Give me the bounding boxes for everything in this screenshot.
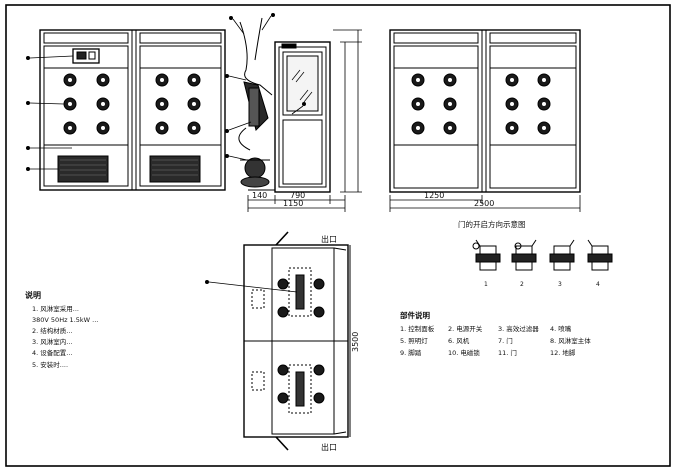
side-dimension-lines: [247, 29, 362, 212]
legend-item-8: 8. 风淋室主体: [550, 336, 591, 345]
legend-item-6: 6. 风机: [448, 336, 470, 345]
door-icon-3: [549, 239, 575, 271]
notes-heading: 说明: [25, 290, 41, 300]
door-icon-2: [511, 239, 537, 271]
legend-item-12: 12. 地脚: [550, 348, 576, 357]
door-item-2: 2: [520, 281, 524, 288]
rear-nozzles: [411, 73, 551, 135]
plan-bottom-marker: 出口: [321, 442, 337, 452]
legend-item-10: 10. 电磁锁: [448, 348, 480, 357]
door-item-3: 3: [558, 281, 562, 288]
side-dim-left: 140: [252, 191, 267, 200]
legend-item-7: 7. 门: [498, 336, 513, 345]
plan-exit-markers: [320, 234, 342, 451]
notes-line-1: 1. 风淋室采用...: [32, 304, 79, 313]
plan-nozzles: [277, 278, 325, 404]
front-view: [39, 29, 226, 191]
legend-item-9: 9. 脚踏: [400, 348, 422, 357]
side-dim-total: 1150: [283, 199, 303, 208]
door-item-1: 1: [484, 281, 488, 288]
plan-top-marker: 出口: [321, 234, 337, 244]
front-leaders: [25, 55, 74, 171]
plan-depth-label: 3500: [351, 332, 360, 352]
notes-line-3: 2. 结构材质...: [32, 326, 72, 335]
legend-heading: 部件说明: [400, 310, 430, 320]
legend-item-2: 2. 电源开关: [448, 324, 483, 333]
sheet-border: [5, 4, 671, 467]
plan-leaders: [204, 279, 298, 293]
rear-nozzle-centers: [416, 78, 546, 130]
legend-item-3: 3. 高效过滤器: [498, 324, 539, 333]
side-leaders: [224, 12, 306, 161]
door-detail-icons: [472, 239, 613, 271]
side-panel-parts: [238, 17, 273, 188]
notes-line-2: 380V 50Hz 1.5kW ...: [32, 316, 98, 324]
legend-item-11: 11. 门: [498, 348, 517, 357]
rear-dim-left: 1250: [424, 191, 444, 200]
notes-line-5: 4. 设备配置...: [32, 348, 72, 357]
door-item-4: 4: [596, 281, 600, 288]
notes-line-4: 3. 风淋室内...: [32, 337, 72, 346]
legend-item-1: 1. 控制面板: [400, 324, 435, 333]
rear-dim-total: 2500: [474, 199, 494, 208]
plan-view: [243, 231, 351, 451]
rear-view: [389, 29, 581, 193]
rear-dimension-lines: [389, 195, 581, 212]
door-detail-caption: 门的开启方向示意图: [458, 219, 526, 229]
legend-item-5: 5. 照明灯: [400, 336, 428, 345]
front-grilles: [57, 155, 201, 183]
side-view: [248, 41, 331, 193]
door-icon-4: [587, 239, 613, 271]
legend-item-4: 4. 喷嘴: [550, 324, 572, 333]
front-nozzle-centers: [68, 78, 196, 130]
door-icon-1: [472, 239, 501, 271]
notes-line-6: 5. 安装时....: [32, 360, 68, 369]
side-dim-mid: 790: [290, 191, 305, 200]
